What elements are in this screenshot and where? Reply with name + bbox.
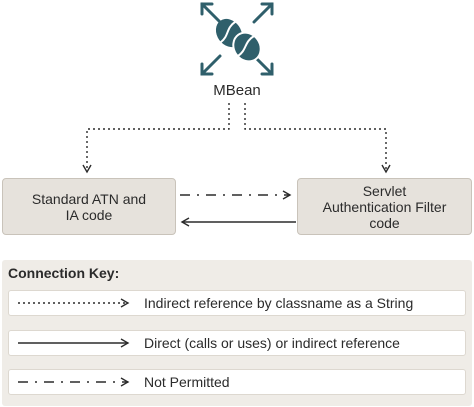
node-standard-atn-label: Standard ATN and IA code bbox=[31, 190, 147, 223]
connector-mbean-to-servlet bbox=[244, 103, 391, 174]
node-servlet-filter-label: Servlet Authentication Filter code bbox=[322, 182, 447, 231]
node-standard-atn: Standard ATN and IA code bbox=[2, 178, 176, 235]
mbean-label: MBean bbox=[213, 82, 261, 99]
connector-mbean-to-atn bbox=[82, 103, 230, 174]
key-text-dash-dot: Not Permitted bbox=[144, 374, 230, 390]
key-row-dash-dot: Not Permitted bbox=[8, 369, 466, 395]
key-text-solid: Direct (calls or uses) or indirect refer… bbox=[144, 335, 400, 351]
node-servlet-filter: Servlet Authentication Filter code bbox=[297, 178, 472, 235]
coffee-bean-expand-icon bbox=[200, 2, 274, 76]
key-text-dotted: Indirect reference by classname as a Str… bbox=[144, 295, 414, 311]
key-row-solid: Direct (calls or uses) or indirect refer… bbox=[8, 330, 466, 356]
connection-key-title: Connection Key: bbox=[8, 265, 120, 281]
